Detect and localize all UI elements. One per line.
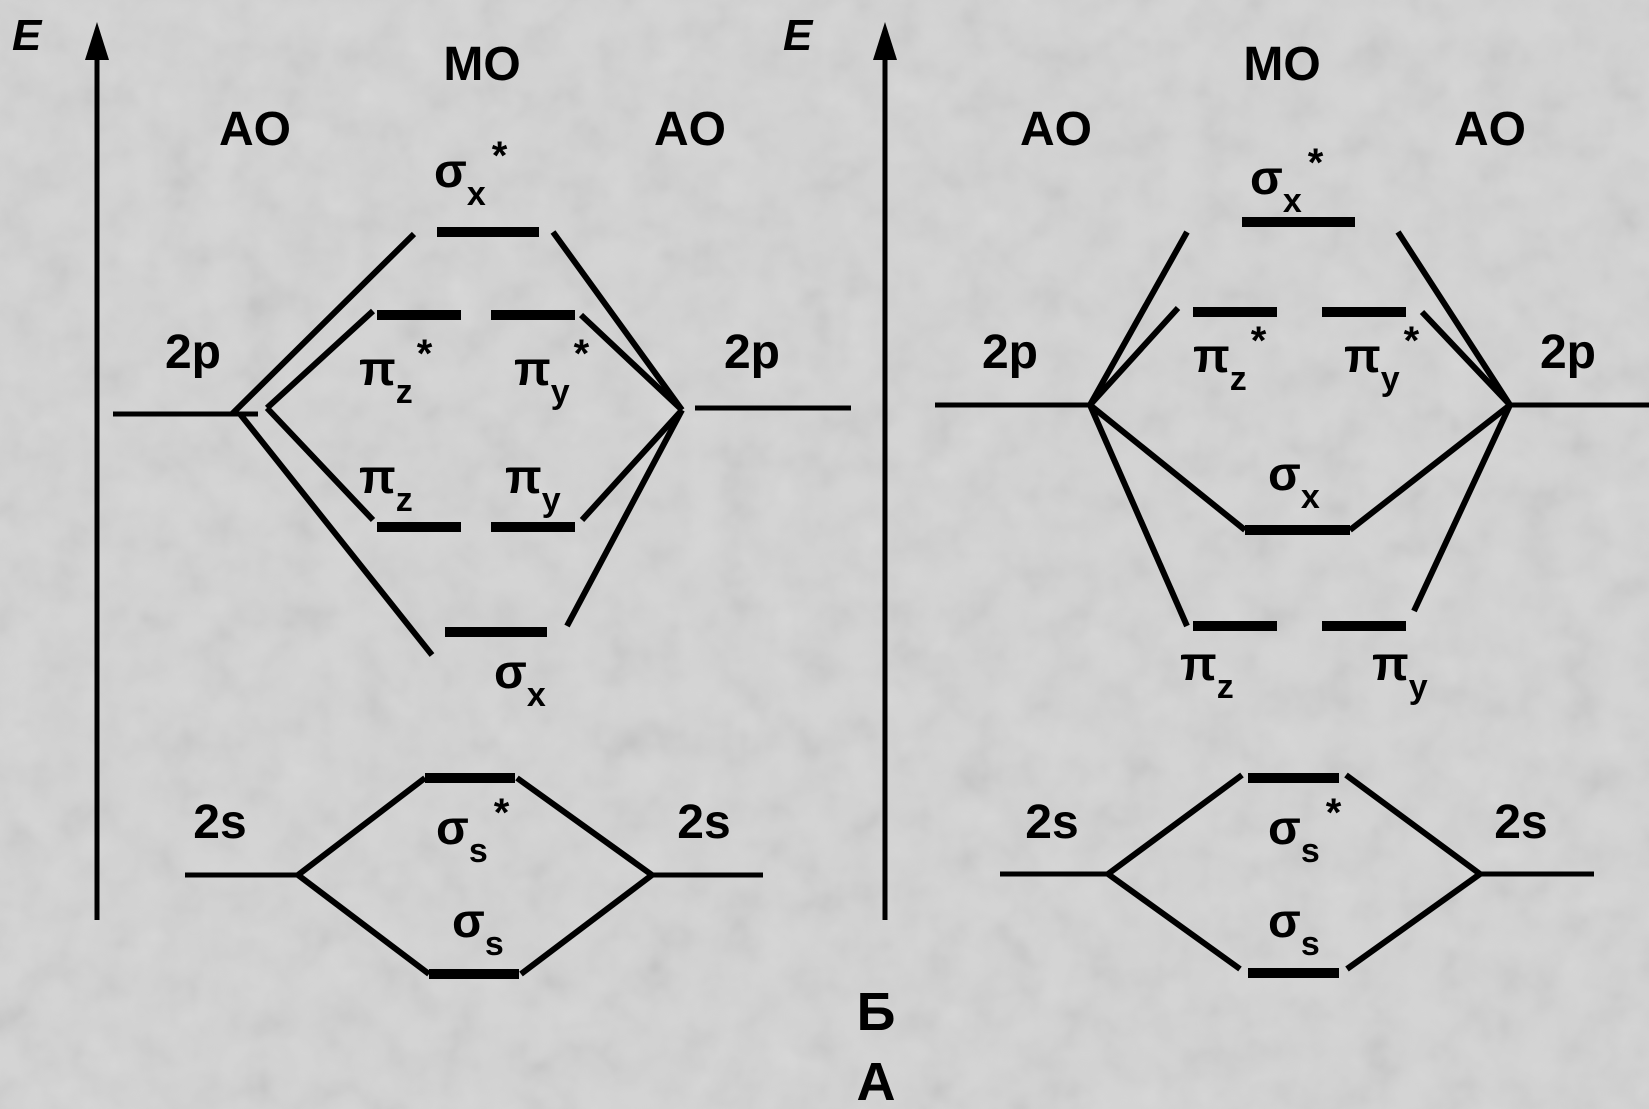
right-mo-header: MO [1243,38,1320,91]
right-ao-right-header: AO [1454,103,1526,156]
left-diagram: E MO AO AO 2p 2p σx* πz* πy* πz [12,11,851,979]
right-2s-correlation-lines [1106,772,1482,972]
right-2p-right-label: 2p [1540,326,1596,379]
left-pi-z-label: πz [359,451,413,519]
left-sigma-x-star-label: σx* [434,134,508,213]
right-pi-z-label: πz [1180,638,1234,706]
left-2p-right-label: 2p [724,326,780,379]
right-2p-left-label: 2p [982,326,1038,379]
left-sigma-x-label: σx [494,646,546,714]
right-sigma-x-label: σx [1268,448,1320,516]
caption-b: Б [857,982,896,1042]
left-2s-left-label: 2s [193,796,246,849]
right-diagram: E MO AO AO 2p 2p σx* πz* πy* σx [783,11,1649,978]
left-2p-correlation-lines [229,230,685,657]
left-pi-y-star-label: πy* [514,332,590,411]
right-2s-right-label: 2s [1494,796,1547,849]
right-energy-label: E [783,11,814,60]
left-2s-right-label: 2s [677,796,730,849]
left-ao-left-header: AO [219,103,291,156]
left-energy-axis-arrow [85,22,109,60]
left-2p-left-label: 2p [165,326,221,379]
right-2p-correlation-lines [1087,230,1513,628]
left-sigma-s-label: σs [452,895,504,963]
caption-a: А [857,1052,896,1109]
left-mo-header: MO [443,38,520,91]
right-sigma-x-star-label: σx* [1250,141,1324,220]
left-ao-right-header: AO [654,103,726,156]
right-pi-y-star-label: πy* [1344,319,1420,398]
right-sigma-s-star-label: σs* [1268,791,1342,870]
right-sigma-s-label: σs [1268,895,1320,963]
left-sigma-s-star-label: σs* [436,791,510,870]
left-2s-correlation-lines [296,775,654,977]
right-pi-y-label: πy [1372,638,1428,706]
right-pi-z-star-label: πz* [1193,319,1267,398]
right-energy-axis-arrow [873,22,897,60]
left-energy-label: E [12,11,43,60]
right-ao-left-header: AO [1020,103,1092,156]
right-2s-left-label: 2s [1025,796,1078,849]
left-pi-y-label: πy [505,451,561,519]
left-pi-z-star-label: πz* [359,332,433,411]
